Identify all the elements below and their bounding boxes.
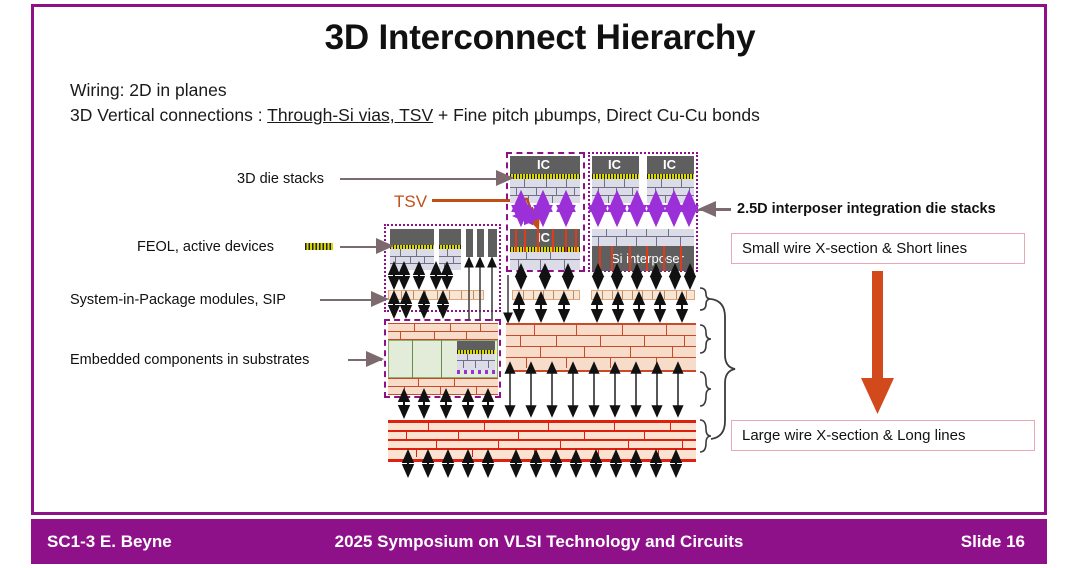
die-block-ic-top [510,156,580,174]
sip-bar [388,290,484,300]
label-tsv: TSV [394,192,428,211]
cavity-divider [412,340,413,378]
beol-layer [390,249,434,270]
footer-right: Slide 16 [960,531,1025,551]
leader-tsv [432,199,527,202]
callout-large-wire-text: Large wire X-section & Long lines [742,427,966,444]
footer-center: 2025 Symposium on VLSI Technology and Ci… [334,531,744,551]
tsv-bar [629,246,631,271]
brick-layer-bottom [388,420,696,462]
tsv-bar [552,229,554,252]
beol-layer [510,252,580,270]
feol-layer [390,245,434,249]
leader-embedded [348,359,382,361]
die-block-ic [647,156,694,174]
tsv-bar [565,229,567,252]
label-ic: IC [663,157,676,172]
label-embedded-components: Embedded components in substrates [70,352,310,368]
die-block [439,229,461,245]
feol-layer [439,245,461,249]
tsv-bar [515,229,517,252]
feol-swatch-hatch [305,243,333,250]
tsv-bar [537,229,539,252]
page-title: 3D Interconnect Hierarchy [324,18,756,57]
tsv-bar [524,229,526,252]
embedded-ubumps [457,370,495,374]
feol-layer [592,174,639,179]
tsv-bar [575,229,577,252]
sip-bar [591,290,695,300]
die-block [390,229,434,245]
subtitle-underlined: Through-Si vias, TSV [267,105,434,125]
tsv-bar [599,246,601,271]
subtitle-suffix: + Fine pitch µbumps, Direct Cu-Cu bonds [433,105,760,125]
callout-small-wire-text: Small wire X-section & Short lines [742,240,968,257]
beol-layer [510,179,580,203]
embedded-die [457,341,495,350]
beol-layer [592,179,639,203]
die-block-ic-bottom [510,229,580,247]
label-2p5d-interposer: 2.5D interposer integration die stacks [737,201,996,217]
tsv-bar [646,246,648,271]
callout-large-wire: Large wire X-section & Long lines [731,420,1035,451]
die-block [466,229,473,257]
label-3d-die-stacks: 3D die stacks [237,171,325,187]
label-feol: FEOL, active devices [137,239,274,255]
leader-die-stacks [340,178,510,180]
label-ic: IC [537,157,550,172]
callout-small-wire: Small wire X-section & Short lines [731,233,1025,264]
sip-bar [512,290,580,300]
feol-layer [647,174,694,179]
die-block [488,229,497,257]
leader-feol [340,246,388,248]
brick-layer-large [506,323,696,372]
label-ic: IC [537,230,550,245]
cavity-divider [441,340,442,378]
subtitle-prefix: 3D Vertical connections : [70,105,268,125]
brick-layer [388,378,498,395]
label-sip: System-in-Package modules, SIP [70,292,286,308]
label-ic: IC [608,157,621,172]
die-block [477,229,484,257]
embedded-beol [457,354,495,370]
subtitle-line-1: Wiring: 2D in planes [70,80,227,100]
beol-layer [647,179,694,203]
beol-layer [439,249,461,270]
feol-layer [510,247,580,252]
tsv-bar [611,246,613,271]
leader-2p5d [697,209,731,211]
leader-sip [320,299,382,301]
tsv-bar [680,246,682,271]
subtitle-line-2: 3D Vertical connections : Through-Si via… [70,105,760,126]
interposer-beol [592,229,694,246]
footer-left: SC1-3 E. Beyne [47,531,172,551]
feol-layer [510,174,580,179]
die-block-ic [592,156,639,174]
brick-layer [388,323,498,340]
footer-bar: SC1-3 E. Beyne 2025 Symposium on VLSI Te… [31,519,1047,564]
tsv-bar [663,246,665,271]
embedded-feol [457,350,495,354]
